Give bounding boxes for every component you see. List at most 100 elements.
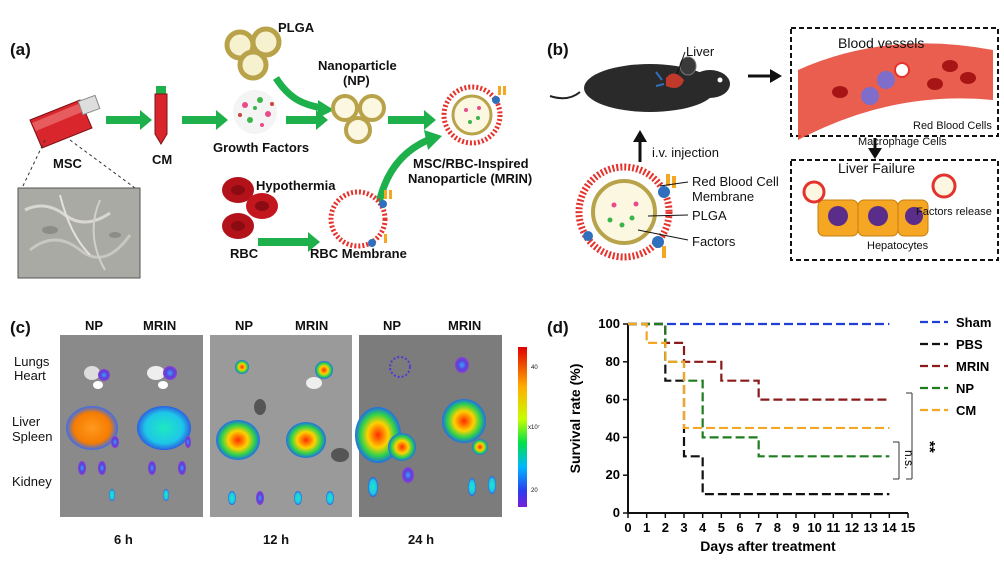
significance-stars: ** (921, 441, 938, 453)
colorbar-tick-40: 40 (531, 365, 538, 371)
x-tick-label: 2 (662, 520, 669, 535)
blood-vessel-icon (798, 43, 993, 141)
plga-b-label: PLGA (692, 208, 727, 223)
col-header-np-24h: NP (383, 318, 402, 333)
legend-label-np: NP (956, 381, 974, 396)
x-tick-label: 4 (699, 520, 707, 535)
msc-micrograph (17, 187, 141, 279)
liver-label: Liver (686, 44, 715, 59)
legend-label-cm: CM (956, 403, 976, 418)
blood-vessels-title: Blood vessels (838, 35, 925, 51)
colorbar-tick-20: 20 (531, 488, 538, 494)
liver-failure-title: Liver Failure (838, 160, 916, 176)
x-tick-label: 11 (826, 520, 840, 535)
panel-c-label: (c) (10, 318, 31, 337)
hypothermia-label: Hypothermia (256, 178, 336, 193)
rbc-membrane-label: RBC Membrane (310, 246, 407, 261)
ivis-image-6h (60, 335, 203, 517)
x-axis-title: Days after treatment (700, 538, 836, 554)
macrophage-cells-label: Macrophage Cells (858, 136, 947, 148)
np-abbr-label: (NP) (343, 73, 370, 88)
plga-to-np-arrow (273, 76, 323, 112)
x-tick-label: 3 (680, 520, 687, 535)
rbc-icon (222, 177, 278, 239)
x-tick-label: 12 (845, 520, 859, 535)
x-tick-label: 15 (901, 520, 915, 535)
colorbar-unit: x10⁷ (528, 425, 540, 431)
mrin-large-icon (575, 163, 676, 261)
membrane-to-mrin-arrow (374, 136, 430, 209)
x-tick-label: 6 (736, 520, 743, 535)
zoom-line (21, 139, 46, 189)
intensity-colorbar (518, 347, 527, 507)
series-line-cm (628, 322, 890, 430)
iv-injection-label: i.v. injection (652, 145, 719, 160)
significance-ns: n.s. (902, 450, 916, 469)
biodistribution-images (60, 335, 527, 517)
zoom-line (69, 139, 136, 189)
y-tick-label: 80 (606, 354, 620, 369)
mrin-particle-icon (441, 84, 506, 146)
x-tick-label: 5 (718, 520, 725, 535)
plga-label: PLGA (278, 20, 315, 35)
col-header-mrin-12h: MRIN (295, 318, 329, 333)
y-tick-label: 40 (606, 429, 620, 444)
chart-series (628, 322, 890, 496)
series-line-mrin (628, 322, 890, 401)
rbc-cell-membrane-label-1: Red Blood Cell (692, 174, 779, 189)
factors-label: Factors (692, 234, 736, 249)
x-tick-label: 0 (624, 520, 631, 535)
significance-annotations: ** n.s. (893, 392, 938, 480)
hepatocytes-label: Hepatocytes (867, 240, 929, 252)
plga-pointer (647, 214, 689, 217)
panel-d-label: (d) (547, 318, 569, 337)
organ-label-liver: Liver (12, 414, 41, 429)
organ-label-lungs: Lungs (14, 354, 50, 369)
y-tick-label: 0 (613, 505, 620, 520)
x-tick-label: 9 (792, 520, 799, 535)
organ-label-spleen: Spleen (12, 429, 53, 444)
x-tick-label: 14 (882, 520, 897, 535)
growth-factors-label: Growth Factors (213, 140, 310, 155)
liver-pointer (676, 51, 686, 75)
legend-label-mrin: MRIN (956, 359, 989, 374)
blood-vessels-box (790, 27, 999, 137)
rbc-cell-membrane-label-2: Membrane (692, 189, 755, 204)
legend-label-sham: Sham (956, 315, 991, 330)
panel-b-label: (b) (547, 40, 569, 59)
x-tick-label: 10 (807, 520, 821, 535)
plga-ring-icons (224, 26, 282, 81)
ivis-image-12h (210, 335, 352, 517)
col-header-np-12h: NP (235, 318, 254, 333)
mrin-label-line2: Nanoparticle (MRIN) (408, 171, 533, 186)
col-header-np-6h: NP (85, 318, 104, 333)
y-tick-label: 20 (606, 467, 620, 482)
organ-label-kidney: Kidney (12, 474, 52, 489)
time-label-12h: 12 h (263, 532, 290, 547)
rbc-label: RBC (230, 246, 259, 261)
red-blood-cells-label: Red Blood Cells (913, 120, 992, 132)
series-line-pbs (628, 322, 890, 496)
factors-release-label: Factors release (916, 206, 992, 218)
nanoparticle-cluster-icon (331, 94, 386, 144)
rbc-membrane-icon (328, 189, 392, 249)
y-axis-title: Survival rate (%) (567, 364, 583, 474)
cm-label: CM (152, 152, 173, 167)
col-header-mrin-24h: MRIN (448, 318, 482, 333)
y-tick-label: 100 (598, 316, 620, 331)
cell-culture-flask-icon (29, 94, 101, 149)
legend-label-pbs: PBS (956, 337, 983, 352)
mouse-icon (549, 56, 730, 112)
liver-failure-box (790, 159, 999, 261)
rbc-membrane-pointer (659, 181, 689, 187)
x-tick-label: 1 (643, 520, 650, 535)
time-label-6h: 6 h (114, 532, 133, 547)
x-tick-label: 8 (774, 520, 781, 535)
organ-label-heart: Heart (14, 368, 46, 383)
time-label-24h: 24 h (408, 532, 435, 547)
panel-a-label: (a) (10, 40, 31, 59)
panel-b-schematic (549, 27, 999, 261)
